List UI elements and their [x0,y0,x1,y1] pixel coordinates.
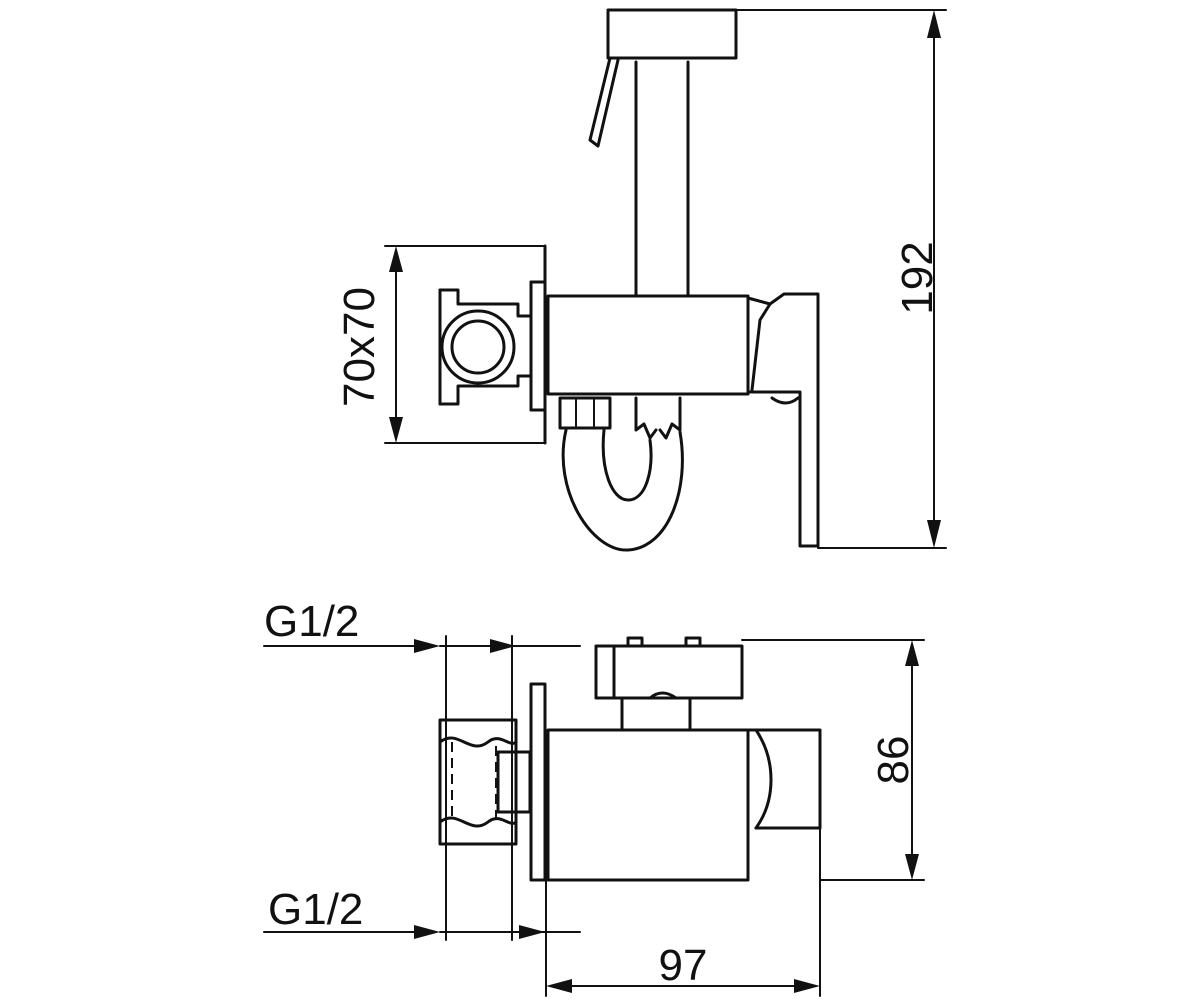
dim-97-label: 97 [659,941,708,990]
dim-g12-upper: G1/2 [263,597,581,941]
dim-86-label: 86 [869,736,918,785]
dim-g12-lower-label: G1/2 [268,885,363,934]
top-view: G1/2 G1/2 86 97 [263,597,925,997]
side-view: 70x70 192 [335,8,947,552]
dim-70x70: 70x70 [335,246,403,443]
dim-86: 86 [741,639,925,881]
hose-connector [558,396,684,552]
top-mount-plate [529,682,547,882]
dim-70x70-label: 70x70 [335,287,384,407]
lever-handle [746,292,820,548]
inlet-connection [438,288,533,406]
dim-g12-upper-label: G1/2 [264,597,359,646]
dim-97: 97 [545,827,821,997]
dim-g12-lower: G1/2 [263,885,581,939]
riser-pipe [634,60,690,298]
shower-holder [588,8,738,148]
dim-192: 192 [735,9,947,549]
top-valve-body [546,728,822,882]
dim-192-label: 192 [893,241,942,314]
valve-body [546,294,750,396]
threaded-inlet [438,718,532,846]
mount-plate [384,244,547,445]
top-holder [594,636,744,732]
